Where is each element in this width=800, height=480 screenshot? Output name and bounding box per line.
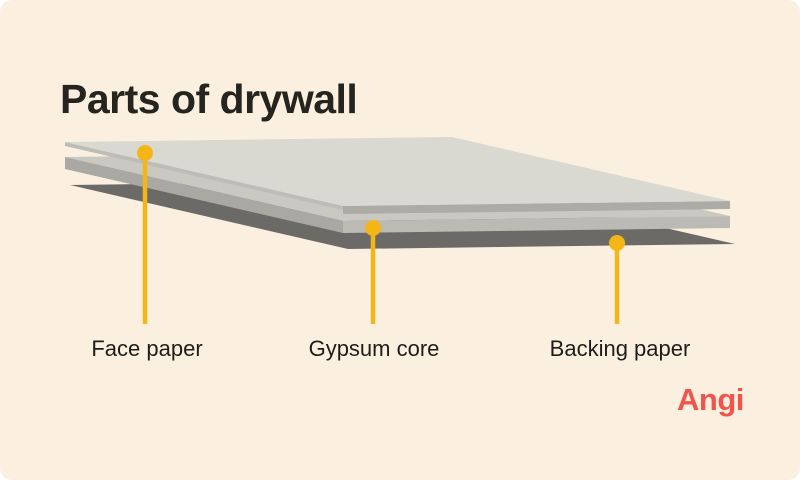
- label-gypsum-core: Gypsum core: [308, 336, 440, 361]
- face-paper-top-surface: [65, 137, 730, 206]
- backing-paper-pin-dot: [609, 235, 625, 251]
- backing-paper-callout-pin: [609, 235, 625, 324]
- gypsum-core-front-edge: [343, 216, 730, 233]
- label-face-paper: Face paper: [91, 336, 203, 361]
- face-paper-callout-pin: [137, 145, 153, 324]
- face-paper-front-edge: [343, 201, 730, 214]
- face-paper-left-edge: [65, 142, 343, 210]
- page-title: Parts of drywall: [60, 76, 358, 123]
- gypsum-core-callout-pin: [365, 220, 381, 324]
- label-backing-paper: Backing paper: [549, 336, 691, 361]
- face-paper-pin-dot: [137, 145, 153, 161]
- gypsum-core-pin-dot: [365, 220, 381, 236]
- angi-logo: Angi: [677, 382, 744, 417]
- gypsum-core-left-edge: [65, 157, 343, 233]
